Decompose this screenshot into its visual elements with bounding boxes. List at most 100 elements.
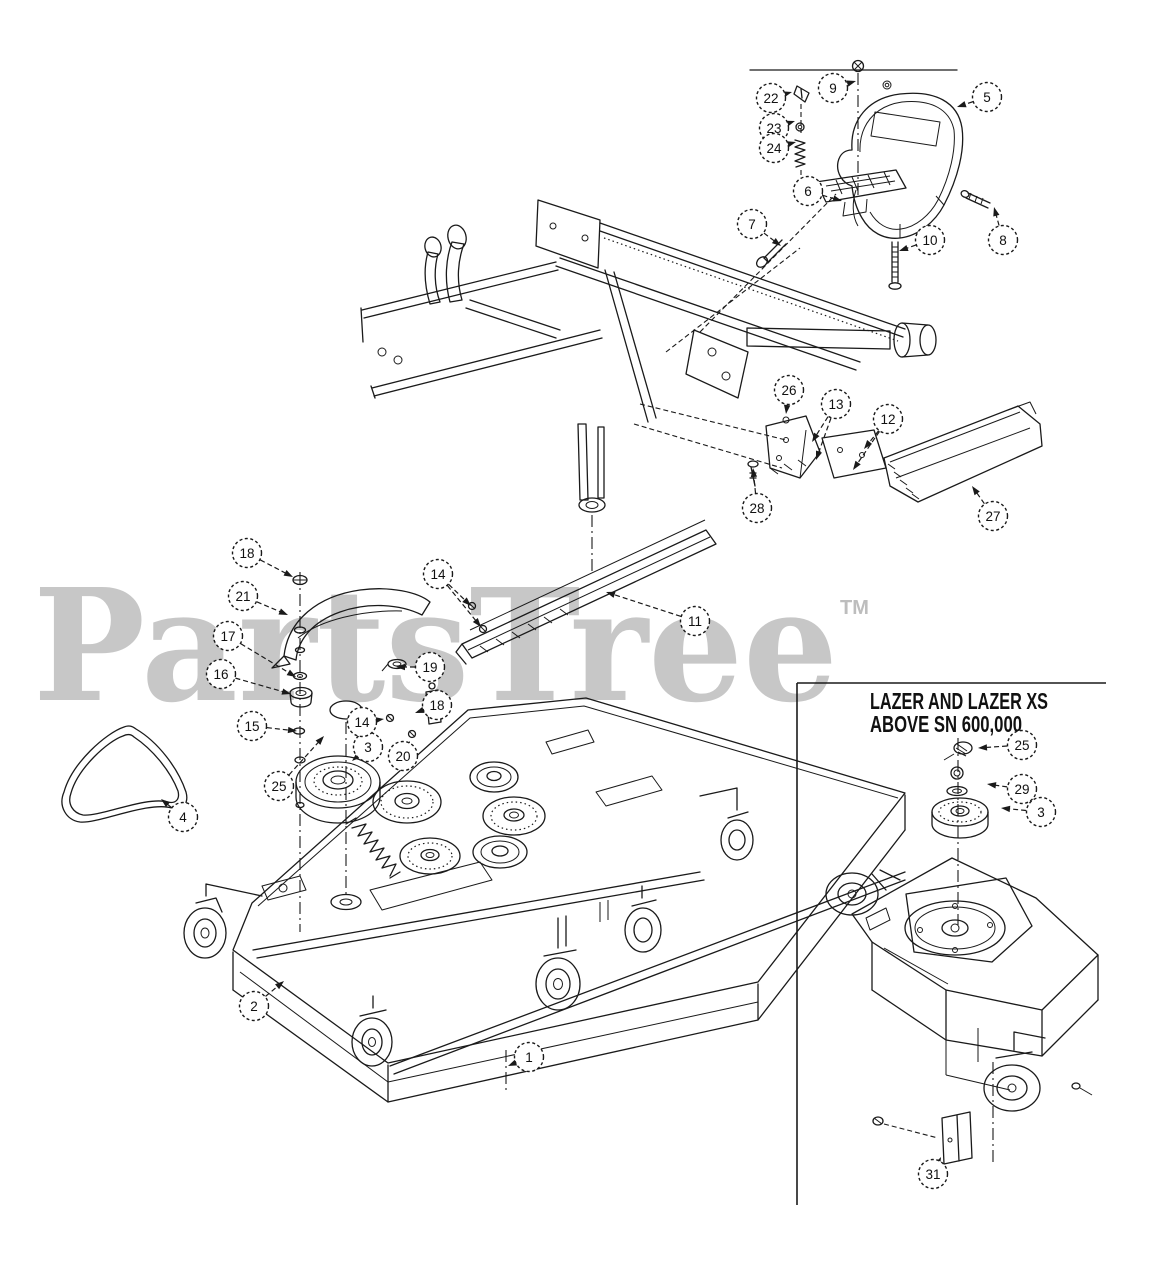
callout-number: 21 [235, 589, 250, 604]
callout-11: 11 [606, 591, 711, 637]
callout-balloon [971, 81, 1003, 113]
inset-title-line1: LAZER AND LAZER XS [870, 688, 1048, 714]
callout-6: 6 [792, 175, 842, 207]
callout-number: 5 [983, 90, 991, 105]
callout-balloon [1006, 729, 1038, 761]
callout-balloon [346, 706, 378, 738]
callout-balloon [792, 175, 824, 207]
callout-number: 11 [688, 614, 702, 629]
callout-13: 13 [812, 388, 852, 460]
callout-number: 18 [239, 546, 254, 561]
callout-number: 25 [271, 779, 286, 794]
mower-deck [183, 697, 906, 1103]
callout-5: 5 [957, 81, 1003, 113]
callout-balloon [236, 710, 268, 742]
callout-27: 27 [972, 486, 1009, 532]
callout-number: 20 [395, 749, 410, 764]
callout-19: 19 [396, 651, 446, 683]
callout-16: 16 [205, 658, 291, 695]
callout-balloon [679, 605, 711, 637]
callout-layer: 1234567891011121314141516171818192021222… [161, 72, 1057, 1190]
callout-number: 23 [766, 121, 781, 136]
callout-balloon [422, 558, 454, 590]
frame-assembly [360, 199, 937, 572]
caster-wheels [183, 787, 754, 1067]
callout-22: 22 [755, 82, 792, 114]
callout-number: 3 [364, 740, 372, 755]
callout-balloon [212, 620, 244, 652]
inset-title-line2: ABOVE SN 600,000 [870, 711, 1022, 737]
callout-number: 2 [250, 999, 258, 1014]
callout-balloon [755, 82, 787, 114]
callout-26: 26 [773, 374, 805, 414]
callout-balloon [387, 740, 419, 772]
callout-balloon [414, 651, 446, 683]
inset-box-border [796, 682, 1106, 1205]
callout-number: 7 [748, 217, 756, 232]
inset-box: LAZER AND LAZER XS ABOVE SN 600,000 [796, 682, 1106, 1205]
inset-deck-drawing [825, 738, 1099, 1165]
spindle-parts-column [271, 572, 442, 932]
callout-number: 26 [781, 383, 796, 398]
callout-number: 1 [525, 1050, 533, 1065]
callout-3: 3 [1001, 796, 1057, 828]
callout-31: 31 [917, 1157, 949, 1190]
callout-balloon [1006, 773, 1038, 805]
deck-pulleys [372, 761, 546, 875]
baffle-parts [747, 401, 1043, 503]
callout-18: 18 [415, 689, 453, 721]
callout-balloon [773, 374, 805, 406]
callout-balloon [1025, 796, 1057, 828]
callout-balloon [817, 72, 849, 104]
callout-number: 6 [804, 184, 812, 199]
callout-number: 14 [354, 715, 370, 730]
callout-24: 24 [758, 132, 796, 164]
callout-14: 14 [346, 706, 384, 738]
callout-number: 19 [422, 660, 437, 675]
callout-number: 28 [749, 501, 764, 516]
callout-7: 7 [736, 208, 781, 246]
callout-balloon [205, 658, 237, 690]
callout-number: 8 [999, 233, 1007, 248]
callout-balloon [917, 1158, 949, 1190]
callout-number: 10 [922, 233, 937, 248]
callout-number: 15 [244, 719, 259, 734]
callout-balloon [227, 580, 259, 612]
callout-4: 4 [161, 799, 199, 833]
callout-balloon [987, 224, 1019, 256]
callout-1: 1 [508, 1041, 545, 1073]
callout-balloon [167, 801, 199, 833]
cover-assembly-detail [665, 59, 991, 353]
callout-balloon [238, 990, 270, 1022]
callout-number: 3 [1037, 805, 1045, 820]
callout-21: 21 [227, 580, 288, 615]
callout-25: 25 [978, 729, 1038, 761]
watermark-tm: TM [840, 597, 869, 619]
callout-9: 9 [817, 72, 856, 104]
callout-12: 12 [853, 403, 904, 470]
drive-belt [61, 725, 188, 823]
callout-8: 8 [987, 207, 1019, 256]
callout-balloon [513, 1041, 545, 1073]
callout-balloon [263, 770, 295, 802]
callout-balloon [914, 224, 946, 256]
callout-20: 20 [387, 740, 419, 772]
callout-number: 27 [985, 509, 1000, 524]
callout-balloon [741, 492, 773, 524]
callout-number: 17 [220, 629, 235, 644]
callout-28: 28 [741, 468, 773, 524]
callout-number: 29 [1014, 782, 1029, 797]
hanger-channel [455, 519, 717, 665]
callout-number: 22 [763, 91, 778, 106]
callout-number: 9 [829, 81, 837, 96]
callout-number: 12 [880, 412, 895, 427]
callout-number: 13 [828, 397, 843, 412]
callout-number: 24 [766, 141, 782, 156]
callout-balloon [758, 132, 790, 164]
callout-balloon [820, 388, 852, 420]
callout-25: 25 [263, 736, 324, 802]
callout-number: 14 [430, 567, 446, 582]
callout-2: 2 [238, 981, 284, 1022]
